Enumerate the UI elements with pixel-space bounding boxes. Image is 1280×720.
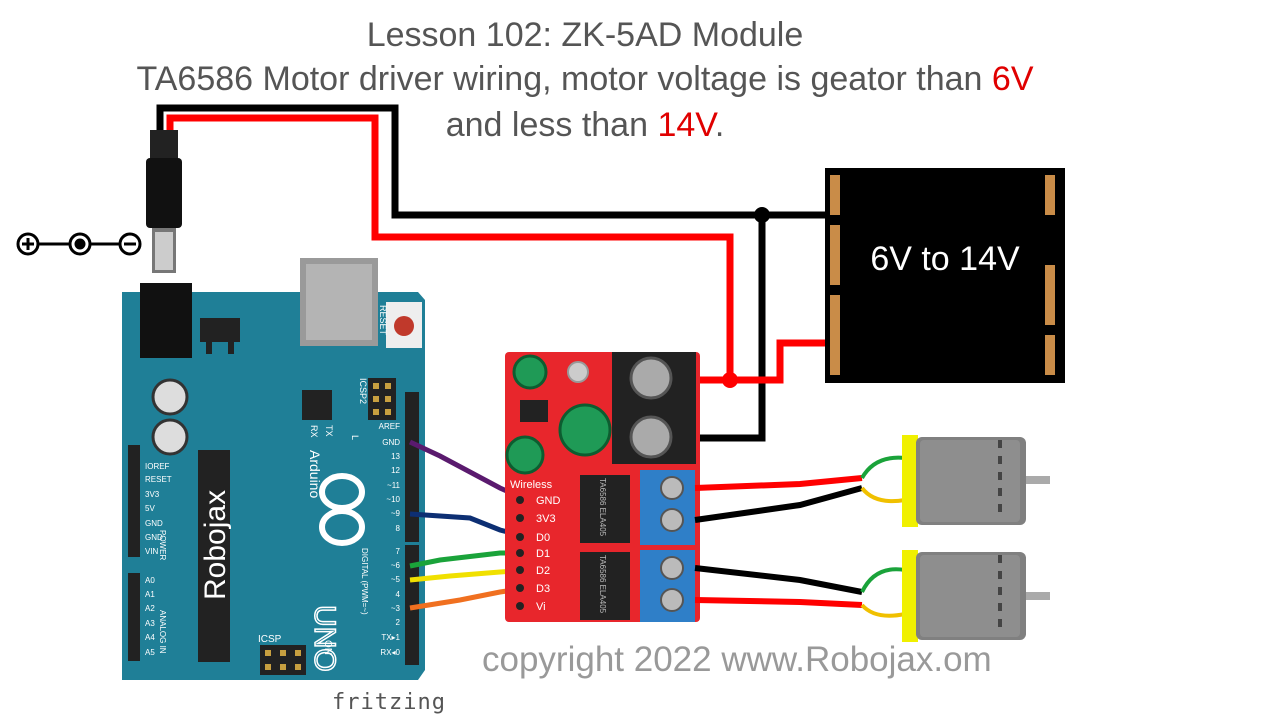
module-capacitor-2 bbox=[505, 435, 545, 475]
title-line-2-text: TA6586 Motor driver wiring, motor voltag… bbox=[136, 60, 992, 98]
pin-label-11: ~11 bbox=[387, 481, 401, 490]
arduino-uno-board: Robojax UNO Arduino RESET ICSP2 ICSP ON … bbox=[122, 258, 425, 680]
pin-label-gnd: GND bbox=[382, 438, 400, 447]
title-line-3-text: and less than bbox=[445, 106, 658, 144]
board-capacitor-1 bbox=[151, 378, 189, 416]
pin-label-a2: A2 bbox=[145, 604, 155, 613]
pin-label-10: ~10 bbox=[386, 495, 400, 504]
pin-label-6: ~6 bbox=[391, 561, 401, 570]
pin-label-3: ~3 bbox=[391, 604, 401, 613]
dc-power-plug bbox=[146, 130, 182, 273]
l-label: L bbox=[350, 435, 360, 440]
brand-label: Robojax bbox=[199, 490, 232, 600]
motor-2 bbox=[860, 550, 1050, 642]
pin-label-vin: VIN bbox=[145, 547, 159, 556]
red-power-wire bbox=[166, 114, 734, 380]
maker-label: Arduino bbox=[307, 450, 323, 498]
power-label: POWER bbox=[158, 530, 167, 560]
analog-header bbox=[128, 573, 140, 661]
arduino-infinity-logo bbox=[319, 473, 365, 546]
pin-label-3v3: 3V3 bbox=[145, 490, 160, 499]
pin-label-reset: RESET bbox=[145, 475, 172, 484]
black-power-wire bbox=[156, 104, 830, 219]
motor-1-black-wire bbox=[694, 485, 863, 523]
title-line-1: Lesson 102: ZK-5AD Module bbox=[366, 16, 804, 54]
pin-label-a4: A4 bbox=[145, 633, 155, 642]
reset-label: RESET bbox=[378, 305, 388, 336]
zk-5ad-module: Wireless GND 3V3 D0 D1 D2 D3 Vi TA6586 E… bbox=[505, 352, 700, 622]
pin-label-gnd-2: GND bbox=[145, 533, 163, 542]
red-junction-dot bbox=[722, 372, 738, 388]
battery-positive-wire bbox=[685, 339, 830, 384]
pin-label-2: 2 bbox=[396, 618, 401, 627]
atmega-chip bbox=[198, 450, 230, 662]
title-min-voltage: 6V bbox=[991, 60, 1034, 98]
rx-label: RX bbox=[309, 425, 319, 438]
pin-label-0: RX◂0 bbox=[380, 648, 400, 657]
pin-label-a3: A3 bbox=[145, 619, 155, 628]
digital-label: DIGITAL (PWM=~) bbox=[360, 548, 369, 615]
module-pin-d1: D1 bbox=[536, 548, 550, 560]
pin-label-8: 8 bbox=[396, 524, 401, 533]
pin-label-12: 12 bbox=[391, 466, 400, 475]
wireless-label: Wireless bbox=[510, 479, 553, 491]
pin-label-5: ~5 bbox=[391, 575, 401, 584]
motor-2-black-wire bbox=[694, 565, 863, 595]
pin-label-a1: A1 bbox=[145, 590, 155, 599]
chip-1-label: TA6586 ELA405 bbox=[598, 478, 607, 537]
title-line-3: and less than 14V. bbox=[0, 102, 1170, 148]
battery-voltage-label: 6V to 14V bbox=[870, 240, 1020, 278]
board-capacitor-2 bbox=[151, 418, 189, 456]
module-pin-d0: D0 bbox=[536, 532, 550, 544]
digital-header-bottom bbox=[405, 545, 419, 665]
motor-1 bbox=[860, 435, 1050, 527]
icsp-label: ICSP bbox=[258, 634, 282, 645]
pin-label-7: 7 bbox=[396, 547, 401, 556]
pin-label-9: ~9 bbox=[391, 509, 401, 518]
title-line-2: TA6586 Motor driver wiring, motor voltag… bbox=[0, 56, 1170, 102]
polarity-symbol bbox=[16, 232, 142, 256]
board-dc-jack bbox=[140, 283, 192, 358]
module-pin-gnd: GND bbox=[536, 495, 561, 507]
tx-label: TX bbox=[324, 425, 334, 437]
black-junction-dot bbox=[754, 207, 770, 223]
pin-label-a0: A0 bbox=[145, 576, 155, 585]
module-pin-vi: Vi bbox=[536, 601, 546, 613]
power-header bbox=[128, 445, 140, 557]
copyright-text: copyright 2022 www.Robojax.om bbox=[482, 640, 992, 679]
pin-label-5v: 5V bbox=[145, 504, 155, 513]
module-capacitor-3 bbox=[558, 403, 612, 457]
pin-label-gnd-1: GND bbox=[145, 519, 163, 528]
battery-pack bbox=[825, 168, 1065, 383]
analog-label: ANALOG IN bbox=[158, 610, 167, 654]
pin-label-aref: AREF bbox=[379, 422, 400, 431]
title-period: . bbox=[714, 106, 725, 144]
pin-label-ioref: IOREF bbox=[145, 462, 170, 471]
motor-driver-chip-2 bbox=[580, 552, 630, 620]
module-pin-d2: D2 bbox=[536, 565, 550, 577]
module-capacitor-1 bbox=[512, 354, 548, 390]
on-label: ON bbox=[322, 640, 333, 655]
pin-label-4: 4 bbox=[396, 590, 401, 599]
motor-driver-chip-1 bbox=[580, 475, 630, 543]
pin-label-13: 13 bbox=[391, 452, 400, 461]
title-max-voltage: 14V bbox=[657, 106, 715, 144]
pin-label-1: TX▸1 bbox=[381, 633, 400, 642]
chip-2-label: TA6586 ELA405 bbox=[598, 555, 607, 614]
model-label: UNO bbox=[308, 605, 341, 672]
module-pin-d3: D3 bbox=[536, 583, 550, 595]
motor-1-red-wire bbox=[694, 475, 863, 491]
icsp2-label: ICSP2 bbox=[358, 378, 368, 404]
fritzing-logo: fritzing bbox=[332, 690, 446, 715]
module-pin-3v3: 3V3 bbox=[536, 513, 556, 525]
motor-2-red-wire bbox=[694, 597, 863, 608]
battery-negative-wire bbox=[685, 215, 766, 442]
digital-header-top bbox=[405, 392, 419, 542]
pin-label-a5: A5 bbox=[145, 648, 155, 657]
